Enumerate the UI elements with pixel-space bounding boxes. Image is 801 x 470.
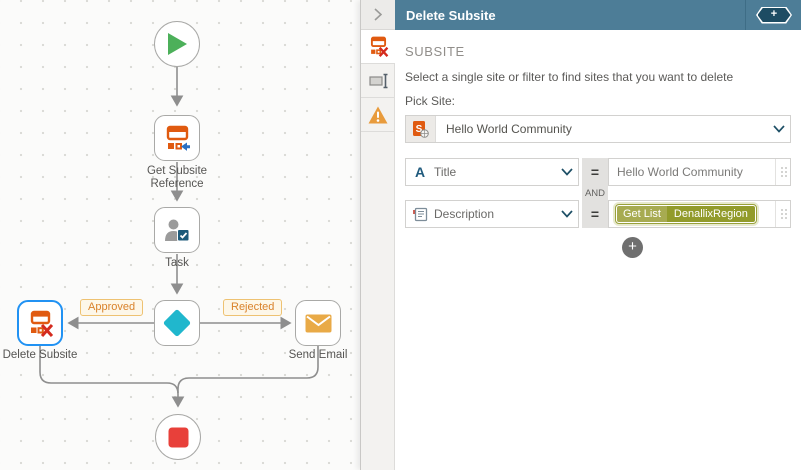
filter-value-input[interactable]	[609, 165, 775, 179]
tab-delete-subsite-config[interactable]	[361, 30, 396, 64]
sharepoint-site-icon: S	[413, 120, 429, 138]
drag-handle[interactable]	[775, 201, 790, 227]
collapse-panel-button[interactable]	[361, 0, 395, 30]
node-label: Task	[165, 257, 189, 269]
node-label: Delete Subsite	[2, 349, 78, 361]
site-icon-cell: S	[406, 116, 436, 142]
section-heading: SUBSITE	[405, 44, 465, 59]
node-decision[interactable]	[154, 300, 200, 346]
tab-rename[interactable]	[361, 64, 395, 98]
subsite-section: SUBSITE Select a single site or filter t…	[395, 30, 801, 470]
node-task[interactable]	[154, 207, 200, 253]
delete-subsite-icon	[30, 310, 53, 337]
add-filter-button[interactable]: +	[622, 237, 643, 258]
chevron-right-icon	[374, 8, 382, 21]
tab-warnings[interactable]	[361, 98, 395, 132]
node-get-subsite-reference[interactable]	[154, 115, 200, 161]
warning-icon	[368, 106, 388, 123]
token-source: Get List	[617, 206, 667, 222]
filter-field-label: Title	[434, 165, 457, 179]
panel-title: Delete Subsite	[406, 7, 496, 23]
operator-equals[interactable]: =	[590, 164, 600, 180]
filter-field-label: Description	[434, 207, 495, 221]
config-tab-strip	[361, 30, 396, 470]
chevron-down-icon	[556, 210, 578, 218]
drag-dots-icon	[780, 208, 787, 219]
task-icon	[165, 219, 190, 241]
node-label: Send Email	[288, 349, 348, 361]
operator-equals[interactable]: =	[590, 206, 600, 222]
token-value: DenallixRegion	[666, 206, 755, 222]
stop-icon	[168, 427, 188, 447]
edge-label-approved: Approved	[80, 299, 144, 316]
edge-label-rejected: Rejected	[223, 299, 283, 316]
node-delete-subsite[interactable]	[17, 300, 63, 346]
description-icon	[412, 207, 427, 221]
workflow-canvas[interactable]: Get Subsite Reference Task	[0, 0, 362, 470]
section-description: Select a single site or filter to find s…	[405, 70, 734, 84]
site-picker-value: Hello World Community	[446, 122, 572, 136]
filter-field-select-description[interactable]: Description	[405, 200, 579, 228]
header-divider	[745, 0, 746, 30]
filter-operator-strip: = AND =	[582, 158, 608, 228]
node-send-email[interactable]	[295, 300, 341, 346]
plus-icon: +	[757, 8, 791, 22]
filter-value-field-description: Get List DenallixRegion	[608, 200, 791, 228]
add-button[interactable]: +	[756, 6, 792, 24]
panel-header: Delete Subsite +	[361, 0, 801, 30]
email-icon	[305, 314, 331, 332]
node-end[interactable]	[155, 414, 201, 460]
decision-diamond-icon	[163, 309, 191, 337]
delete-subsite-icon	[370, 36, 389, 57]
node-start[interactable]	[154, 21, 200, 67]
filter-value-field-title	[608, 158, 791, 186]
drag-handle[interactable]	[775, 159, 790, 185]
text-type-icon: A	[414, 164, 426, 180]
pick-site-label: Pick Site:	[405, 94, 456, 108]
filter-field-select-title[interactable]: A Title	[405, 158, 579, 186]
node-label: Get Subsite Reference	[146, 165, 208, 190]
conjunction-and: AND	[584, 187, 606, 199]
get-subsite-reference-icon	[166, 125, 190, 151]
play-icon	[168, 33, 187, 55]
config-panel: Delete Subsite +	[360, 0, 801, 470]
chevron-down-icon	[556, 168, 578, 176]
chevron-down-icon	[768, 125, 790, 133]
drag-dots-icon	[780, 166, 787, 177]
value-token[interactable]: Get List DenallixRegion	[615, 204, 757, 224]
rename-icon	[368, 73, 387, 88]
workflow-edges	[39, 66, 319, 408]
site-picker-dropdown[interactable]: S Hello World Community	[405, 115, 791, 143]
svg-text:S: S	[416, 124, 423, 135]
